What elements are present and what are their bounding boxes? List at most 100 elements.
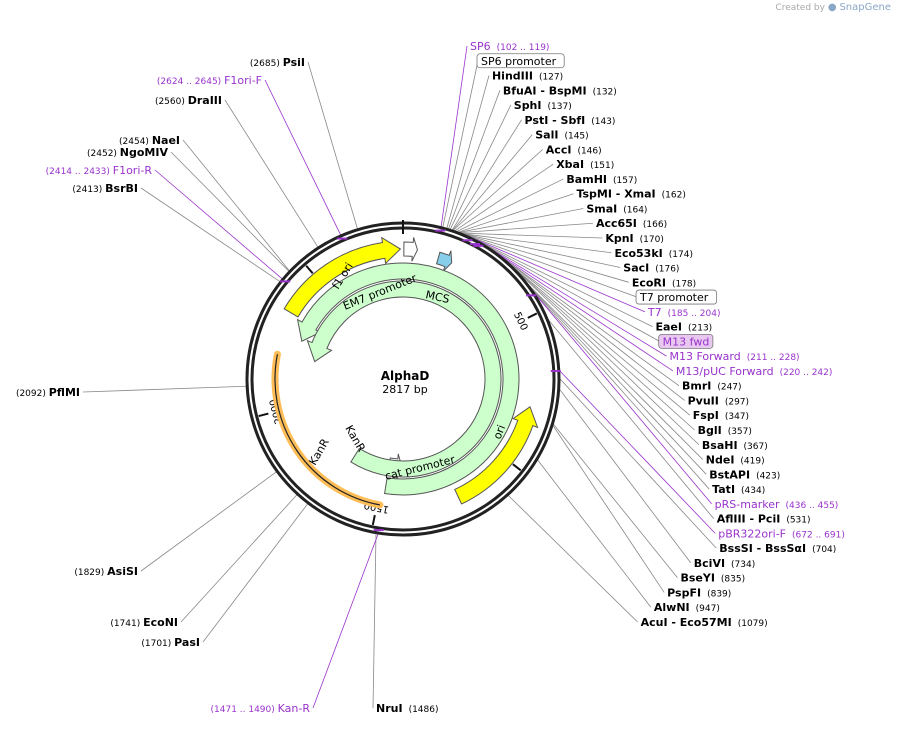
site-position: (132): [593, 87, 617, 97]
site-label-text: AccI(146): [546, 143, 602, 156]
site-name: FspI: [693, 409, 719, 422]
site-label-pasi: (1701) PasI: [141, 636, 200, 649]
site-name: BssSI - BssSαI: [719, 542, 806, 555]
site-label-box: [476, 53, 565, 69]
site-label-draiii: (2560) DraIII: [155, 94, 222, 107]
feature-label-ori: ori: [491, 423, 508, 441]
site-label-bsahi: BsaHI(367): [702, 439, 768, 452]
site-position: (423): [756, 471, 780, 481]
site-name: PasI: [174, 636, 200, 649]
site-name: M13 Forward: [670, 350, 741, 363]
leader-line: [463, 233, 629, 283]
site-label-nrui: NruI(1486): [376, 702, 439, 715]
site-name: pRS-marker: [715, 498, 780, 511]
site-name: NgoMIV: [120, 146, 169, 159]
leader-line: [458, 193, 574, 233]
site-label-text: EcoRI(178): [632, 276, 696, 289]
site-name: BfuAI - BspMI: [503, 84, 587, 97]
site-name: PvuII: [688, 394, 719, 407]
site-label-text: SP6(102 .. 119): [470, 40, 549, 53]
leader-line: [449, 104, 512, 230]
leader-line: [559, 378, 717, 549]
site-label-t7: T7(185 .. 204): [647, 306, 721, 319]
site-label-text: SphI (137): [514, 99, 572, 112]
site-label-naei: (2454) NaeI: [119, 134, 180, 147]
site-position: (1741): [110, 619, 143, 629]
site-name: HindIII: [492, 70, 533, 83]
site-label-text: PvuII (297): [688, 394, 749, 407]
site-name: AcuI - Eco57MI: [641, 616, 732, 629]
site-position: (174): [669, 250, 693, 260]
site-label-eaei: EaeI(213): [655, 321, 712, 334]
leader-line: [440, 45, 468, 227]
site-position: (531): [786, 516, 810, 526]
site-position: (162): [662, 191, 686, 201]
leader-line: [467, 235, 638, 298]
site-position: (1471 .. 1490): [211, 705, 278, 715]
site-position: (839): [707, 589, 731, 599]
site-position: (297): [725, 397, 749, 407]
site-position: (185 .. 204): [668, 309, 721, 319]
site-label-pspfi: PspFI(839): [667, 586, 731, 599]
leader-line: [182, 139, 290, 271]
leader-line: [82, 385, 247, 393]
site-label-psti: PstI - SbfI(143): [525, 114, 616, 127]
feature-arrow-kanr: [296, 262, 520, 496]
feature-arrows: [283, 236, 539, 505]
site-name: BseYI: [680, 572, 714, 585]
site-label-tspmi: TspMI - XmaI(162): [576, 188, 685, 201]
site-label-bcivi: BciVI(734): [694, 557, 755, 570]
site-label-text: SalI(145): [535, 129, 588, 142]
site-label-text: M13 Forward(211 .. 228): [670, 350, 800, 363]
site-position: (127): [539, 73, 563, 83]
site-position: (1829): [74, 568, 107, 578]
feature-arrow-mcs: [435, 250, 453, 272]
site-label-fspi: FspI(347): [693, 409, 749, 422]
site-position: (220 .. 242): [780, 368, 833, 378]
leader-line: [140, 187, 281, 282]
leader-line: [312, 533, 379, 709]
site-position: (145): [564, 132, 588, 142]
site-position: (143): [591, 117, 615, 127]
site-label-text: (2685) PsiI: [250, 56, 305, 69]
leader-line: [456, 178, 564, 232]
site-position: (357): [728, 427, 752, 437]
site-position: (247): [717, 383, 741, 393]
site-label-bamhi: BamHI(157): [566, 173, 637, 186]
site-position: (419): [740, 457, 764, 467]
site-label-sp6-promoter: SP6 promoter: [476, 53, 565, 69]
site-label-text: BfuAI - BspMI (132): [503, 84, 617, 97]
site-position: (367): [744, 442, 768, 452]
ruler-tick: [305, 265, 314, 274]
leader-line: [517, 271, 700, 446]
feature-label-kanr-outer: KanR: [306, 436, 332, 467]
site-name: XbaI: [556, 158, 584, 171]
created-by-label: Created by: [775, 3, 825, 13]
site-name: SphI: [514, 99, 542, 112]
leader-line: [476, 240, 667, 357]
site-position: (166): [643, 220, 667, 230]
ruler-tick-label: 500: [511, 311, 529, 333]
site-label-acci: AccI(146): [546, 143, 602, 156]
site-position: (2413): [72, 185, 105, 195]
site-label-text: pBR322ori-F(672 .. 691): [718, 527, 845, 540]
site-label-ecori: EcoRI(178): [632, 276, 696, 289]
leader-line: [224, 99, 319, 248]
site-position: (137): [548, 102, 572, 112]
leader-line: [514, 268, 695, 431]
site-label-econi: (1741) EcoNI: [110, 616, 178, 629]
leader-line: [484, 244, 680, 387]
site-label-ndei: NdeI(419): [706, 454, 765, 467]
site-name: AflIII - PciI: [717, 513, 781, 526]
site-name: NruI: [376, 702, 403, 715]
site-position: (151): [590, 161, 614, 171]
site-name: AlwNI: [654, 601, 690, 614]
site-label-m13-forward: M13 Forward(211 .. 228): [670, 350, 800, 363]
site-label-text: T7(185 .. 204): [647, 306, 721, 319]
site-label-text: (2624 .. 2645) F1ori-F: [157, 74, 262, 87]
site-position: (436 .. 455): [785, 501, 838, 511]
ruler-tick: [527, 312, 538, 319]
leader-line: [451, 119, 522, 231]
site-name: SP6: [470, 40, 491, 53]
primer-arcs: [271, 350, 384, 509]
